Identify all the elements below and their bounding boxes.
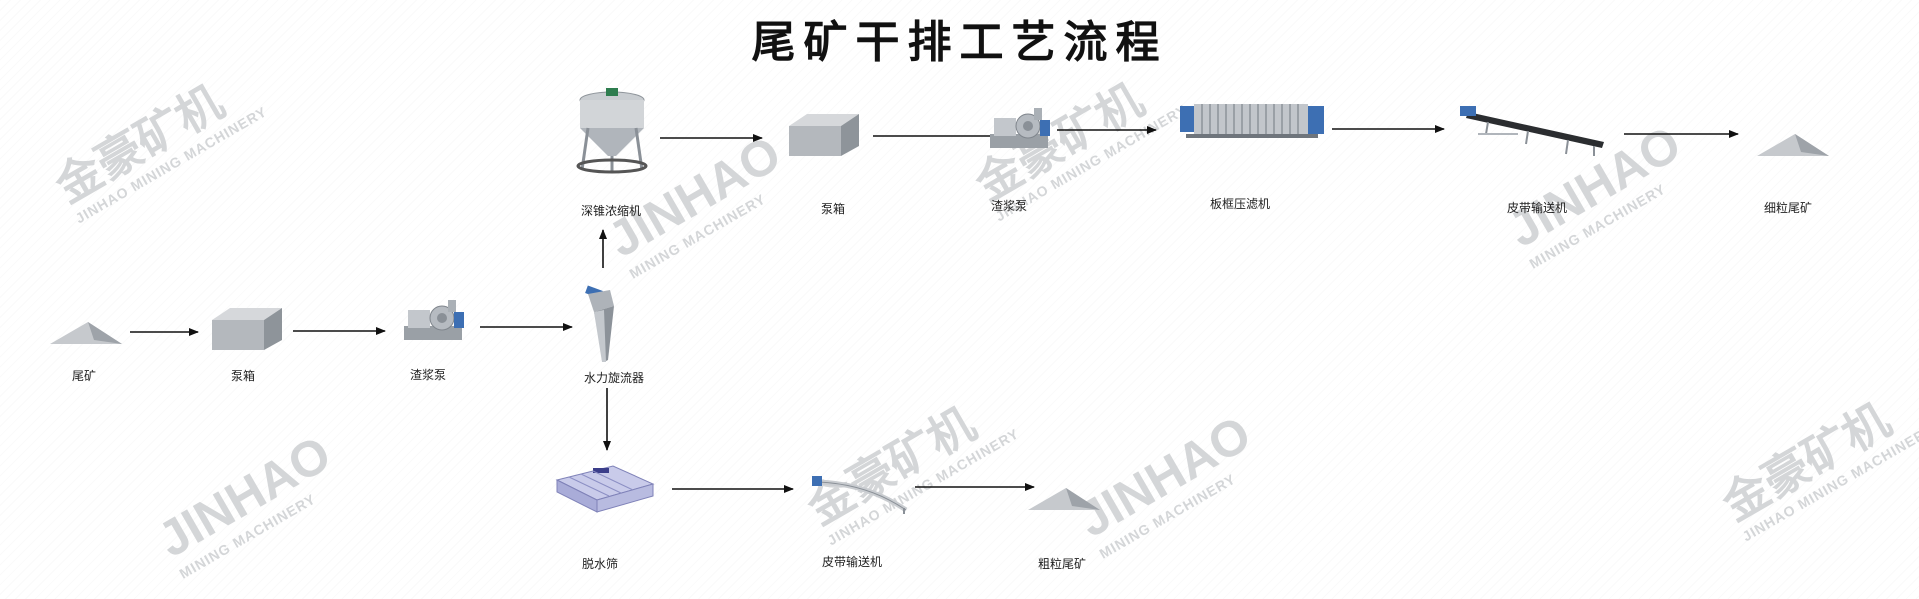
hydrocyclone-icon	[585, 285, 614, 362]
slurry-pump-icon	[404, 300, 464, 340]
pump-box-icon	[212, 308, 282, 350]
label-pump-box-1: 泵箱	[230, 369, 256, 383]
pump-box-icon	[789, 114, 859, 156]
fine-tailings-pile-icon	[1757, 134, 1829, 156]
filter-press-icon	[1180, 104, 1324, 138]
page-title: 尾矿干排工艺流程	[751, 17, 1168, 68]
label-dewatering-screen: 脱水筛	[581, 557, 619, 571]
belt-conveyor-icon	[1460, 106, 1604, 156]
label-coarse-tailings: 粗粒尾矿	[1037, 557, 1087, 571]
dewatering-screen-icon	[555, 465, 655, 513]
slurry-pump-icon	[990, 108, 1050, 148]
deep-cone-thickener-icon	[576, 88, 648, 174]
tailings-pile-icon	[50, 322, 122, 344]
label-slurry-pump-2: 渣浆泵	[990, 199, 1028, 213]
label-pump-box-2: 泵箱	[820, 202, 846, 216]
belt-conveyor-icon	[812, 476, 908, 514]
label-slurry-pump-1: 渣浆泵	[409, 368, 447, 382]
label-belt-conveyor-2: 皮带输送机	[821, 555, 883, 569]
label-tailings: 尾矿	[71, 369, 97, 383]
label-hydrocyclone: 水力旋流器	[583, 371, 645, 385]
label-fine-tailings: 细粒尾矿	[1763, 201, 1813, 215]
coarse-tailings-pile-icon	[1028, 488, 1100, 510]
label-deep-cone-thickener: 深锥浓缩机	[580, 204, 642, 218]
label-filter-press: 板框压滤机	[1209, 197, 1271, 211]
label-belt-conveyor-1: 皮带输送机	[1506, 201, 1568, 215]
